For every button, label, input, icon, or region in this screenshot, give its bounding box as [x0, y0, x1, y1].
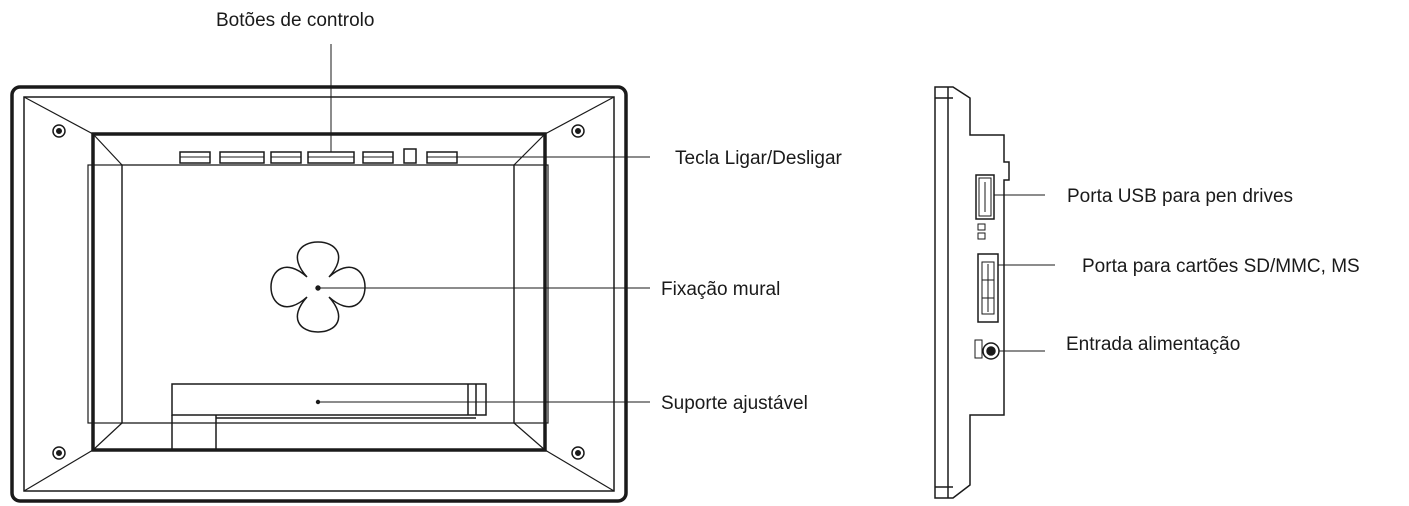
side-profile [934, 86, 1010, 499]
left-flange [87, 164, 123, 424]
wall-mount-keyhole [270, 241, 366, 333]
label-adjustable-stand: Suporte ajustável [661, 393, 808, 414]
usb-port [975, 174, 995, 220]
screw-icon [571, 446, 585, 460]
label-power-input: Entrada alimentação [1066, 334, 1240, 355]
wall-mount-center [315, 285, 321, 291]
screw-icon [52, 124, 66, 138]
screw-icon [571, 124, 585, 138]
control-buttons-row [179, 148, 458, 164]
right-flange [513, 164, 549, 424]
label-power-key: Tecla Ligar/Desligar [675, 148, 843, 169]
bevel-line [23, 96, 94, 135]
recess-diagonal [92, 422, 123, 451]
bevel-line [23, 449, 94, 492]
rear-view [10, 85, 628, 503]
usb-marking-icon [977, 223, 986, 240]
indicator-led [403, 148, 417, 164]
card-slot [977, 253, 999, 323]
label-control-buttons: Botões de controlo [216, 10, 374, 31]
side-view [934, 86, 1010, 499]
rear-leader-lines [320, 44, 650, 403]
bevel-line [544, 96, 615, 135]
recess-diagonal [513, 133, 546, 166]
side-leader-lines [994, 194, 1055, 352]
label-usb-port: Porta USB para pen drives [1067, 186, 1293, 207]
bevel-line [544, 449, 615, 492]
recess-diagonal [513, 422, 546, 451]
back-panel [91, 132, 547, 452]
screw-icon [52, 446, 66, 460]
frame-inner-bevel [23, 96, 615, 492]
label-card-port: Porta para cartões SD/MMC, MS [1082, 256, 1360, 277]
recess-diagonal [92, 133, 123, 166]
power-jack [974, 339, 1000, 360]
adjustable-stand [171, 383, 487, 450]
label-wall-mount: Fixação mural [661, 279, 780, 300]
frame-outer [10, 85, 628, 503]
